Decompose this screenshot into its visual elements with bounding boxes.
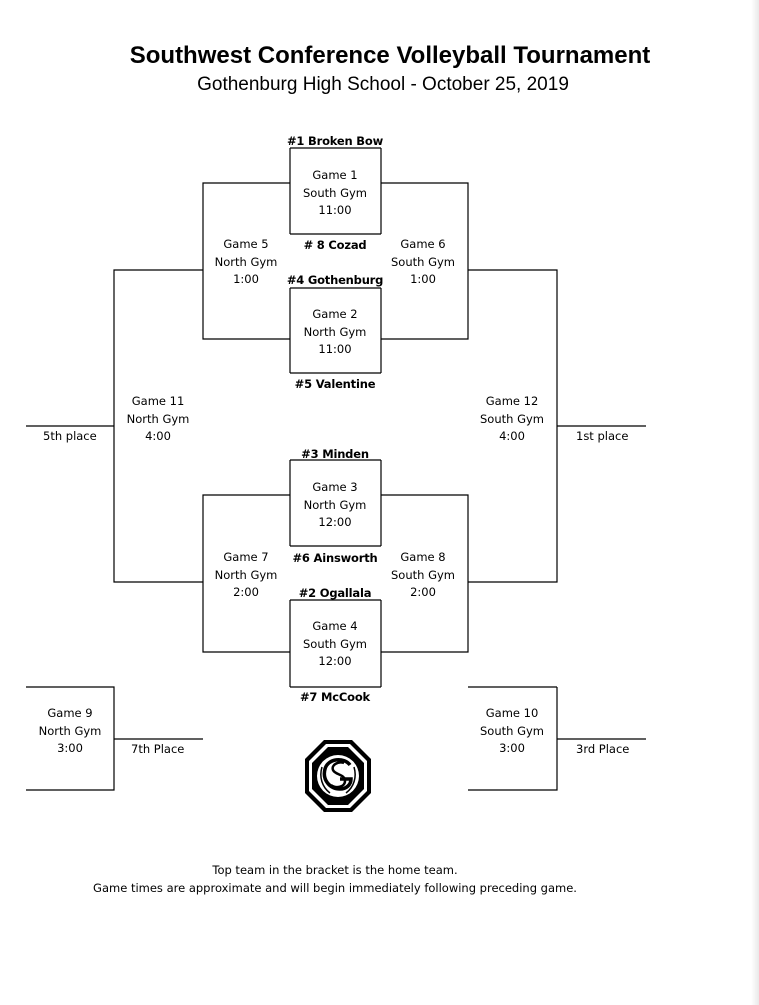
game-gym: North Gym xyxy=(303,324,367,339)
game-10-info: Game 10 South Gym 3:00 xyxy=(462,705,562,758)
team-seed-6: #6 Ainsworth xyxy=(292,551,378,565)
game-7-info: Game 7 North Gym 2:00 xyxy=(196,549,296,602)
game-5-info: Game 5 North Gym 1:00 xyxy=(196,236,296,289)
game-11-info: Game 11 North Gym 4:00 xyxy=(108,393,208,446)
game-time: 11:00 xyxy=(318,342,352,356)
game-12-info: Game 12 South Gym 4:00 xyxy=(462,393,562,446)
game-name: Game 2 xyxy=(312,307,358,321)
game-gym: South Gym xyxy=(480,411,544,426)
game-9-info: Game 9 North Gym 3:00 xyxy=(20,705,120,758)
school-crest-icon xyxy=(304,739,372,818)
page-edge-shadow xyxy=(751,0,759,1005)
seventh-place-label: 7th Place xyxy=(131,742,185,756)
game-gym: North Gym xyxy=(38,723,102,738)
game-gym: North Gym xyxy=(126,411,190,426)
game-gym: South Gym xyxy=(480,723,544,738)
footer-note-home-team: Top team in the bracket is the home team… xyxy=(212,863,458,877)
team-seed-7: #7 McCook xyxy=(300,690,370,704)
game-time: 1:00 xyxy=(233,272,259,286)
game-time: 3:00 xyxy=(499,741,525,755)
page-subtitle: Gothenburg High School - October 25, 201… xyxy=(197,74,569,95)
game-name: Game 12 xyxy=(485,394,539,408)
game-time: 2:00 xyxy=(233,585,259,599)
game-gym: North Gym xyxy=(214,567,278,582)
game-name: Game 4 xyxy=(312,619,358,633)
game-time: 3:00 xyxy=(57,741,83,755)
game-name: Game 8 xyxy=(400,550,446,564)
game-name: Game 9 xyxy=(47,706,93,720)
team-seed-4: #4 Gothenburg xyxy=(286,273,384,287)
game-4-info: Game 4 South Gym 12:00 xyxy=(285,618,385,671)
team-seed-8: # 8 Cozad xyxy=(303,238,367,252)
game-name: Game 5 xyxy=(223,237,269,251)
game-gym: North Gym xyxy=(214,254,278,269)
game-2-info: Game 2 North Gym 11:00 xyxy=(285,306,385,359)
game-time: 2:00 xyxy=(410,585,436,599)
game-name: Game 1 xyxy=(312,168,358,182)
game-time: 11:00 xyxy=(318,203,352,217)
game-6-info: Game 6 South Gym 1:00 xyxy=(373,236,473,289)
game-time: 4:00 xyxy=(145,429,171,443)
game-name: Game 11 xyxy=(131,394,185,408)
fifth-place-label: 5th place xyxy=(43,429,97,443)
game-time: 1:00 xyxy=(410,272,436,286)
team-seed-2: #2 Ogallala xyxy=(298,586,372,600)
page-title: Southwest Conference Volleyball Tourname… xyxy=(129,42,651,69)
team-seed-1: #1 Broken Bow xyxy=(287,134,383,148)
game-3-info: Game 3 North Gym 12:00 xyxy=(285,479,385,532)
game-name: Game 3 xyxy=(312,480,358,494)
game-gym: South Gym xyxy=(303,185,367,200)
game-name: Game 7 xyxy=(223,550,269,564)
game-name: Game 6 xyxy=(400,237,446,251)
game-1-info: Game 1 South Gym 11:00 xyxy=(285,167,385,220)
game-gym: South Gym xyxy=(391,254,455,269)
game-gym: South Gym xyxy=(391,567,455,582)
footer-note-times: Game times are approximate and will begi… xyxy=(93,881,577,895)
game-name: Game 10 xyxy=(485,706,539,720)
game-8-info: Game 8 South Gym 2:00 xyxy=(373,549,473,602)
game-time: 4:00 xyxy=(499,429,525,443)
third-place-label: 3rd Place xyxy=(576,742,630,756)
game-time: 12:00 xyxy=(318,515,352,529)
game-time: 12:00 xyxy=(318,654,352,668)
game-gym: North Gym xyxy=(303,497,367,512)
game-gym: South Gym xyxy=(303,636,367,651)
team-seed-5: #5 Valentine xyxy=(294,377,376,391)
first-place-label: 1st place xyxy=(576,429,629,443)
team-seed-3: #3 Minden xyxy=(301,447,369,461)
